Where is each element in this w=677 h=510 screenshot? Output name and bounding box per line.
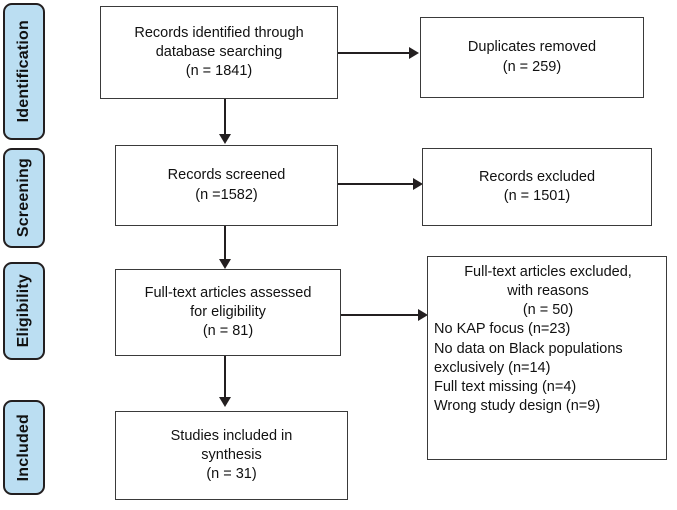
node-fulltext-assessed-line-1: Full-text articles assessed bbox=[144, 284, 312, 301]
arrowhead-to-fulltext-excluded bbox=[418, 309, 428, 321]
stage-included-label: Included bbox=[15, 413, 32, 482]
stage-eligibility: Eligibility bbox=[3, 262, 45, 360]
node-fulltext-excluded: Full-text articles excluded, with reason… bbox=[427, 256, 667, 460]
arrowhead-to-excluded bbox=[413, 178, 423, 190]
connector-screened-to-excluded bbox=[337, 183, 415, 185]
node-records-identified: Records identified through database sear… bbox=[100, 6, 338, 99]
node-records-identified-line-3: (n = 1841) bbox=[185, 63, 253, 80]
node-duplicates-removed-line-1: Duplicates removed bbox=[467, 39, 597, 56]
node-fulltext-assessed-line-3: (n = 81) bbox=[202, 323, 254, 340]
node-duplicates-removed: Duplicates removed (n = 259) bbox=[420, 17, 644, 98]
arrowhead-to-screened bbox=[219, 134, 231, 144]
node-duplicates-removed-line-2: (n = 259) bbox=[502, 58, 562, 75]
node-records-screened-line-2: (n =1582) bbox=[195, 186, 258, 203]
arrowhead-to-duplicates bbox=[409, 47, 419, 59]
stage-screening-label: Screening bbox=[15, 158, 32, 238]
node-records-screened: Records screened (n =1582) bbox=[115, 145, 338, 226]
stage-identification: Identification bbox=[3, 3, 45, 140]
arrowhead-to-included bbox=[219, 397, 231, 407]
node-fulltext-excluded-reason-2: No data on Black populations bbox=[434, 340, 623, 357]
node-fulltext-excluded-header-2: with reasons bbox=[507, 283, 589, 300]
node-studies-included-line-2: synthesis bbox=[201, 446, 262, 463]
stage-eligibility-label: Eligibility bbox=[15, 274, 32, 348]
stage-included: Included bbox=[3, 400, 45, 495]
node-records-excluded-line-2: (n = 1501) bbox=[503, 188, 571, 204]
node-fulltext-excluded-reason-1: No KAP focus (n=23) bbox=[434, 321, 571, 338]
node-fulltext-assessed: Full-text articles assessed for eligibil… bbox=[115, 269, 341, 356]
connector-identified-to-duplicates bbox=[337, 52, 411, 54]
stage-screening: Screening bbox=[3, 148, 45, 248]
node-studies-included: Studies included in synthesis (n = 31) bbox=[115, 411, 348, 500]
node-fulltext-excluded-reason-3: exclusively (n=14) bbox=[434, 359, 551, 376]
node-fulltext-excluded-header-1: Full-text articles excluded, bbox=[464, 264, 632, 280]
stage-identification-label: Identification bbox=[15, 20, 32, 123]
node-records-excluded: Records excluded (n = 1501) bbox=[422, 148, 652, 226]
node-fulltext-assessed-line-2: for eligibility bbox=[190, 303, 266, 320]
connector-fulltext-to-included bbox=[224, 355, 226, 399]
node-records-excluded-line-1: Records excluded bbox=[478, 168, 596, 185]
connector-identified-to-screened bbox=[224, 98, 226, 136]
connector-screened-to-fulltext bbox=[224, 225, 226, 261]
node-studies-included-line-1: Studies included in bbox=[170, 427, 293, 444]
node-records-identified-line-1: Records identified through bbox=[134, 24, 304, 41]
arrowhead-to-fulltext bbox=[219, 259, 231, 269]
node-fulltext-excluded-reason-4: Full text missing (n=4) bbox=[434, 378, 577, 395]
node-records-screened-line-1: Records screened bbox=[167, 167, 286, 184]
node-fulltext-excluded-header-3: (n = 50) bbox=[522, 302, 574, 319]
connector-fulltext-to-fulltext-excluded bbox=[340, 314, 422, 316]
node-studies-included-line-3: (n = 31) bbox=[206, 466, 257, 483]
node-records-identified-line-2: database searching bbox=[155, 43, 283, 60]
node-fulltext-excluded-reason-5: Wrong study design (n=9) bbox=[434, 397, 601, 414]
